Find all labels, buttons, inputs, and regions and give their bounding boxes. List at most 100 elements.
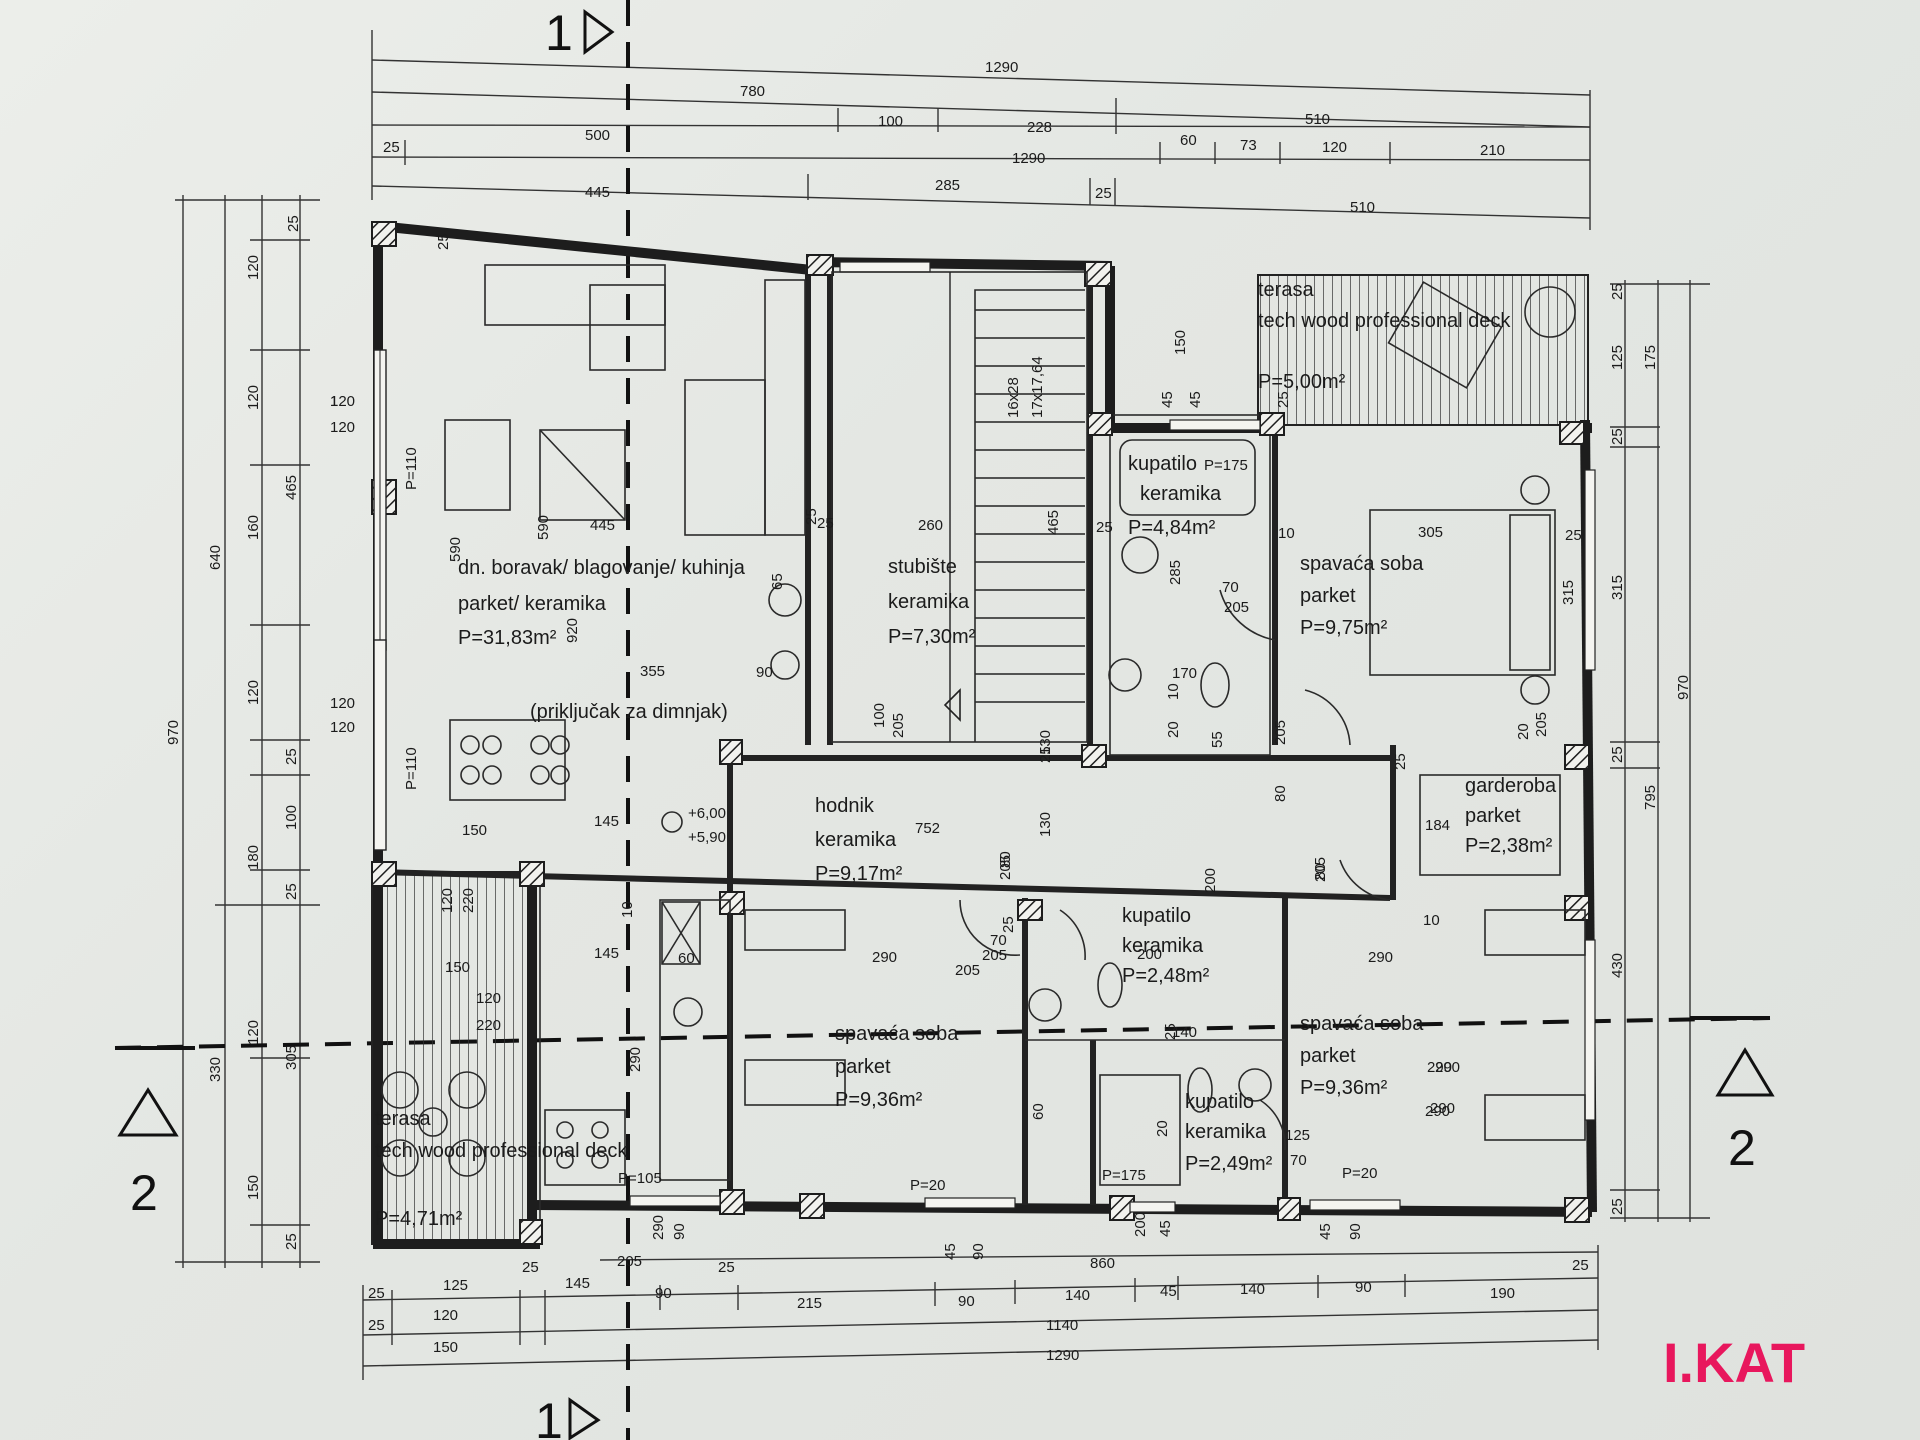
dim-label: 90: [1355, 1279, 1372, 1296]
dim-label: 970: [1675, 675, 1692, 700]
dim-label: 175: [1642, 345, 1659, 370]
dim-label: 25: [1609, 283, 1626, 300]
dim-label: 330: [207, 1057, 224, 1082]
terrace-top-deck: [1257, 274, 1589, 426]
dim-label-inner: 45: [1187, 391, 1204, 408]
dim-label-inner: 290: [1430, 1100, 1455, 1117]
room-name: kupatilo: [1122, 905, 1191, 927]
dim-label-inner: 80: [997, 851, 1014, 868]
dim-label: 150: [433, 1339, 458, 1356]
room-stairs: stubište keramika P=7,30m²: [888, 556, 976, 648]
dim-label-inner: 184: [1425, 817, 1450, 834]
dim-label-inner: 45: [942, 1243, 959, 1260]
room-finish: parket: [1300, 1045, 1356, 1067]
dim-label: 500: [585, 127, 610, 144]
staircase: [831, 271, 1088, 743]
room-name: garderoba: [1465, 775, 1557, 797]
dim-label: 25: [522, 1259, 539, 1276]
dim-label: 25: [285, 215, 302, 232]
dim-label-inner: 752: [915, 820, 940, 837]
room-name: spavaća soba: [1300, 1013, 1424, 1035]
dim-label-inner: 205: [1312, 857, 1329, 882]
section-mark-bottom: 1: [535, 1393, 563, 1440]
window-p105: P=105: [618, 1170, 662, 1187]
dim-label-inner: 130: [1037, 730, 1054, 755]
section-arrow-bottom: [568, 1397, 601, 1440]
room-finish: tech wood professional deck: [1258, 310, 1511, 332]
room-finish: keramika: [888, 591, 970, 613]
dim-label: 120: [245, 385, 262, 410]
dim-label-inner: 25: [1565, 527, 1582, 544]
dim-label-inner: 290: [627, 1047, 644, 1072]
dim-label-inner: 150: [1172, 330, 1189, 355]
furniture-living: [444, 264, 806, 1186]
room-bath-top: kupatilo P=175 keramika P=4,84m²: [1128, 453, 1248, 539]
dim-label: 285: [935, 177, 960, 194]
dim-label-inner: 10: [619, 901, 636, 918]
dim-label-inner: 145: [594, 813, 619, 830]
dim-label-inner: 150: [445, 959, 470, 976]
dim-label-inner: 1: [330, 393, 338, 410]
dim-label: 795: [1642, 785, 1659, 810]
section-arrow-right: [1715, 1047, 1775, 1097]
dim-label: 120: [1322, 139, 1347, 156]
dim-label: 780: [740, 83, 765, 100]
dim-label-inner: 120: [330, 695, 355, 712]
dim-label-inner: 90: [671, 1223, 688, 1240]
furniture-terrace: [381, 281, 1576, 1177]
dim-label: 305: [283, 1045, 300, 1070]
dim-label-inner: 10: [1278, 525, 1295, 542]
room-finish: keramika: [1185, 1121, 1267, 1143]
dim-label-inner: 220: [460, 888, 477, 913]
room-hall: hodnik keramika P=9,17m²: [815, 795, 903, 885]
room-name: dn. boravak/ blagovanje/ kuhinja: [458, 557, 746, 579]
room-area: P=2,48m²: [1122, 965, 1210, 987]
dim-label: 1290: [1012, 150, 1045, 167]
door-swings: [959, 589, 1391, 1151]
dim-label-inner: 65: [769, 573, 786, 590]
dim-label: 25: [1572, 1257, 1589, 1274]
dim-label-inner: 25: [435, 233, 452, 250]
room-area: P=9,36m²: [835, 1089, 923, 1111]
dim-label: 25: [368, 1285, 385, 1302]
dim-label: 140: [1065, 1287, 1090, 1304]
dim-label-inner: 25: [1275, 391, 1292, 408]
dim-label-inner: 200: [1202, 868, 1219, 893]
dims-right: 970 175 795 25 125 25 315 25 430 25: [1609, 283, 1692, 1215]
window-p110-upper: P=110: [403, 447, 420, 490]
stair-spec-2: 17x17,64: [1029, 356, 1046, 418]
dim-label: 1290: [1046, 1347, 1079, 1364]
dim-label: 125: [443, 1277, 468, 1294]
dim-label: 120: [245, 680, 262, 705]
room-finish: keramika: [815, 829, 897, 851]
room-living: dn. boravak/ blagovanje/ kuhinja parket/…: [458, 557, 746, 649]
dim-label: 25: [283, 748, 300, 765]
dim-label: 510: [1305, 111, 1330, 128]
dim-label: 445: [585, 184, 610, 201]
window-p20-a: P=20: [910, 1177, 945, 1194]
room-terrace-bottom: terasa tech wood professional deck P=4,7…: [375, 1108, 628, 1230]
dim-label-inner: 130: [1037, 812, 1054, 837]
dim-label-inner: 305: [1418, 524, 1443, 541]
dim-label: 970: [165, 720, 182, 745]
level-top: +6,00: [688, 805, 726, 822]
room-terrace-top: terasa tech wood professional deck P=5,0…: [1258, 279, 1511, 393]
dim-label-inner: 45: [1157, 1220, 1174, 1237]
dim-label-inner: 920: [564, 618, 581, 643]
dim-label-inner: 100: [871, 703, 888, 728]
room-area: P=31,83m²: [458, 627, 557, 649]
dim-label-inner: 285: [1167, 560, 1184, 585]
room-name: spavaća soba: [1300, 553, 1424, 575]
room-name: kupatilo: [1185, 1091, 1254, 1113]
chimney-note: (priključak za dimnjak): [530, 701, 728, 723]
dim-label-inner: 60: [1030, 1103, 1047, 1120]
dim-label-inner: 120: [330, 393, 355, 410]
room-name: spavaća soba: [835, 1023, 959, 1045]
dim-label-inner: 125: [1285, 1127, 1310, 1144]
dim-label-inner: 90: [1347, 1223, 1364, 1240]
dim-label-inner: 290: [1427, 1059, 1452, 1076]
dim-label-inner: 205: [982, 947, 1007, 964]
dim-label: 100: [878, 113, 903, 130]
dim-label: 180: [245, 845, 262, 870]
